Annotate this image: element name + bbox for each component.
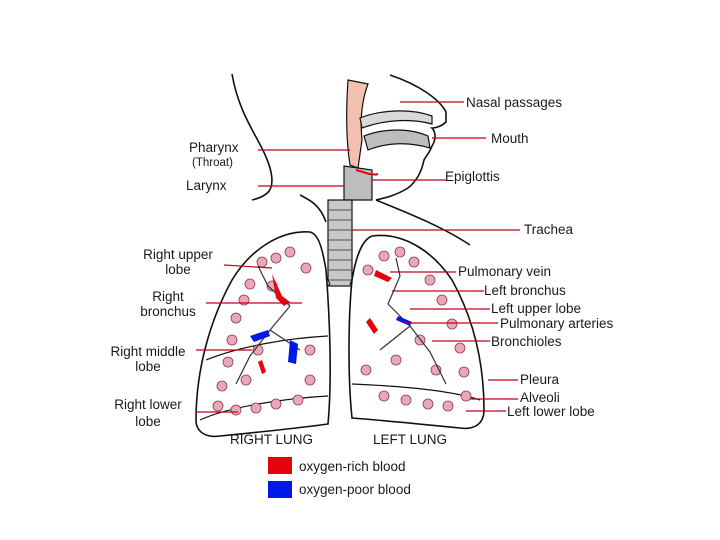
head-outline: [231, 73, 471, 246]
label-epiglottis: Epiglottis: [445, 169, 500, 184]
label-left-lower-lobe: Left lower lobe: [507, 404, 595, 419]
alveoli-clusters: [212, 246, 472, 416]
larynx-region: [343, 165, 373, 201]
label-left-bronchus: Left bronchus: [484, 283, 566, 298]
label-right-upper-lobe-line1: Right upper: [143, 247, 213, 262]
legend-label-oxygen-poor: oxygen-poor blood: [299, 482, 411, 497]
label-alveoli: Alveoli: [520, 390, 560, 405]
label-mouth: Mouth: [491, 131, 529, 146]
nasal-cavity: [359, 110, 433, 129]
label-right-upper-lobe-line2: lobe: [165, 262, 191, 277]
legend-swatch-oxygen-poor: [268, 481, 292, 498]
label-trachea: Trachea: [524, 222, 574, 237]
label-larynx: Larynx: [186, 178, 227, 193]
label-right-lung: RIGHT LUNG: [230, 432, 314, 447]
epiglottis-shape: [355, 169, 379, 176]
label-right-middle-lobe-line2: lobe: [135, 359, 161, 374]
label-right-bronchus-line2: bronchus: [140, 304, 196, 319]
label-pharynx: Pharynx: [189, 140, 239, 155]
legend-label-oxygen-rich: oxygen-rich blood: [299, 459, 406, 474]
label-pleura: Pleura: [520, 372, 560, 387]
label-right-middle-lobe-line1: Right middle: [110, 344, 186, 359]
label-pulmonary-arteries: Pulmonary arteries: [500, 316, 614, 331]
tongue: [363, 129, 431, 151]
label-left-lung: LEFT LUNG: [373, 432, 448, 447]
leader-lines: [196, 101, 520, 413]
legend-swatch-oxygen-rich: [268, 457, 292, 474]
label-pulmonary-vein: Pulmonary vein: [458, 264, 552, 279]
label-throat: (Throat): [192, 157, 233, 169]
label-nasal-passages: Nasal passages: [466, 95, 563, 110]
label-right-bronchus-line1: Right: [152, 289, 184, 304]
label-right-lower-lobe-line2: lobe: [135, 414, 161, 429]
oxygen-rich-vessels: [258, 270, 392, 374]
pharynx-region: [346, 79, 369, 169]
label-bronchioles: Bronchioles: [491, 334, 562, 349]
label-left-upper-lobe: Left upper lobe: [491, 301, 582, 316]
label-right-lower-lobe-line1: Right lower: [114, 397, 182, 412]
